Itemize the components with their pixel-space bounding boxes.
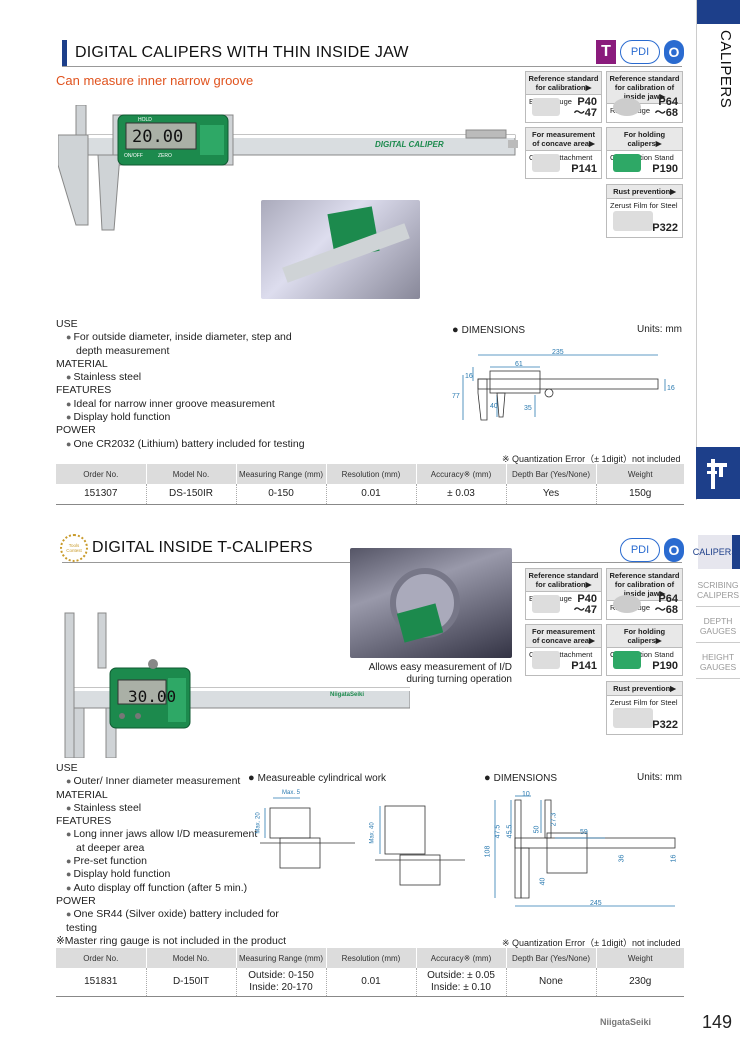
ref-block-gauge[interactable]: Reference standard for calibration▶Block… [525,71,602,123]
section1-title: DIGITAL CALIPERS WITH THIN INSIDE JAW [62,40,409,66]
scale-label: DIGITAL CALIPER [375,140,444,149]
dim2-108: 108 [484,845,492,858]
side-header-label: CALIPERS [717,30,734,109]
display-readout: 20.00 [132,127,184,147]
work-max5: Max. 5 [282,790,301,796]
section2-spec: USE Outer/ Inner diameter measurement MA… [56,762,306,948]
attachment-thumb [532,154,560,172]
side-header [696,0,740,24]
work-max40: Max. 40 [369,822,376,844]
dim1-16b: 16 [667,385,675,392]
ref-caliper-attachment-2[interactable]: For measurement of concave area▶Caliper … [525,624,602,676]
dim1-77: 77 [452,393,460,400]
section2-dimension-drawing [494,795,676,907]
dim2-59: 59 [580,829,588,836]
zero-label: ZERO [158,153,172,159]
dim1-40: 40 [490,403,498,410]
dim2-27: 27.3 [550,812,558,827]
o-badge-2: O [664,538,684,562]
dim2-40: 40 [539,877,547,886]
t-badge: T [596,40,616,64]
table-header-row: Order No. Model No. Measuring Range (mm)… [56,948,684,968]
section1-spec-table: Order No. Model No. Measuring Range (mm)… [56,464,684,505]
dim2-455: 45.5 [506,824,514,839]
work-label: Measureable cylindrical work [248,772,386,784]
caliper-icon [707,459,727,489]
section2-title: DIGITAL INSIDE T-CALIPERS [92,539,313,556]
side-line [696,0,697,500]
section2-quant-note: ※ Quantization Error（± 1digit）not includ… [502,938,681,948]
block-gauge-thumb [532,98,560,116]
usage-photo-1 [261,200,420,299]
section1-units: Units: mm [637,324,682,335]
dim2-10: 10 [522,791,530,798]
dim2-475: 47.5 [494,824,502,839]
t-brand-label: NiigataSeiki [330,692,365,698]
ref-block-gauge-2[interactable]: Reference standard for calibration▶Block… [525,568,602,620]
ref-ring-gauge[interactable]: Reference standard for calibration of in… [606,71,683,123]
ring-gauge-thumb [613,595,641,613]
film-thumb [613,708,653,728]
work-drawing [260,797,465,886]
dim1-61: 61 [515,361,523,368]
pdi-badge-2: PDI [620,538,660,562]
section1-subtitle: Can measure inner narrow groove [56,73,254,88]
ref-ring-gauge-2[interactable]: Reference standard for calibration of in… [606,568,683,620]
usage-photo-2 [350,548,512,658]
section2-units: Units: mm [637,772,682,783]
dim2-50: 50 [533,825,541,834]
side-icon-tab [696,447,740,499]
side-nav-calipers: CALIPERS [692,547,738,557]
dim2-245: 245 [590,900,602,907]
attachment-thumb [532,651,560,669]
stand-thumb [613,651,641,669]
dim2-16: 16 [670,854,678,863]
side-nav-height[interactable]: HEIGHT GAUGES [696,646,740,679]
dim2-36: 36 [618,854,626,863]
section1-quant-note: ※ Quantization Error（± 1digit）not includ… [502,454,681,464]
table-row: 151307 DS-150IR 0-150 0.01 ± 0.03 Yes 15… [56,484,684,505]
section2-spec-table: Order No. Model No. Measuring Range (mm)… [56,948,684,997]
footer-brand: NiigataSeiki [600,1017,652,1027]
page-number: 149 [702,1012,733,1032]
ring-gauge-thumb [613,98,641,116]
film-thumb [613,211,653,231]
section1-dimension-drawing [462,354,666,421]
caliper-image [58,105,518,231]
dim1-235: 235 [552,349,564,356]
section2-dimensions-label: DIMENSIONS [484,772,557,784]
on-off-label: ON/OFF [124,153,143,159]
section1-rule [62,66,682,67]
ref-caliper-attachment[interactable]: For measurement of concave area▶Caliper … [525,127,602,179]
dim1-35: 35 [524,405,532,412]
photo2-caption: Allows easy measurement of I/D during tu… [368,662,512,685]
t-caliper-image [64,612,410,758]
hold-label: HOLD [138,117,152,123]
side-nav-scribing[interactable]: SCRIBING CALIPERS [696,574,740,607]
side-nav-depth[interactable]: DEPTH GAUGES [696,610,740,643]
t-display-readout: 30.00 [128,687,177,706]
work-max20: Max. 20 [255,812,262,834]
section1-dimensions-label: DIMENSIONS [452,324,525,336]
o-badge: O [664,40,684,64]
pdi-badge: PDI [620,40,660,64]
section1-spec: USE For outside diameter, inside diamete… [56,318,416,451]
table-header-row: Order No. Model No. Measuring Range (mm)… [56,464,684,484]
dim1-16: 16 [465,373,473,380]
stand-thumb [613,154,641,172]
side-nav-active[interactable]: CALIPERS [693,535,740,569]
block-gauge-thumb [532,595,560,613]
tools-contest-seal: Tools Contest [60,534,88,562]
